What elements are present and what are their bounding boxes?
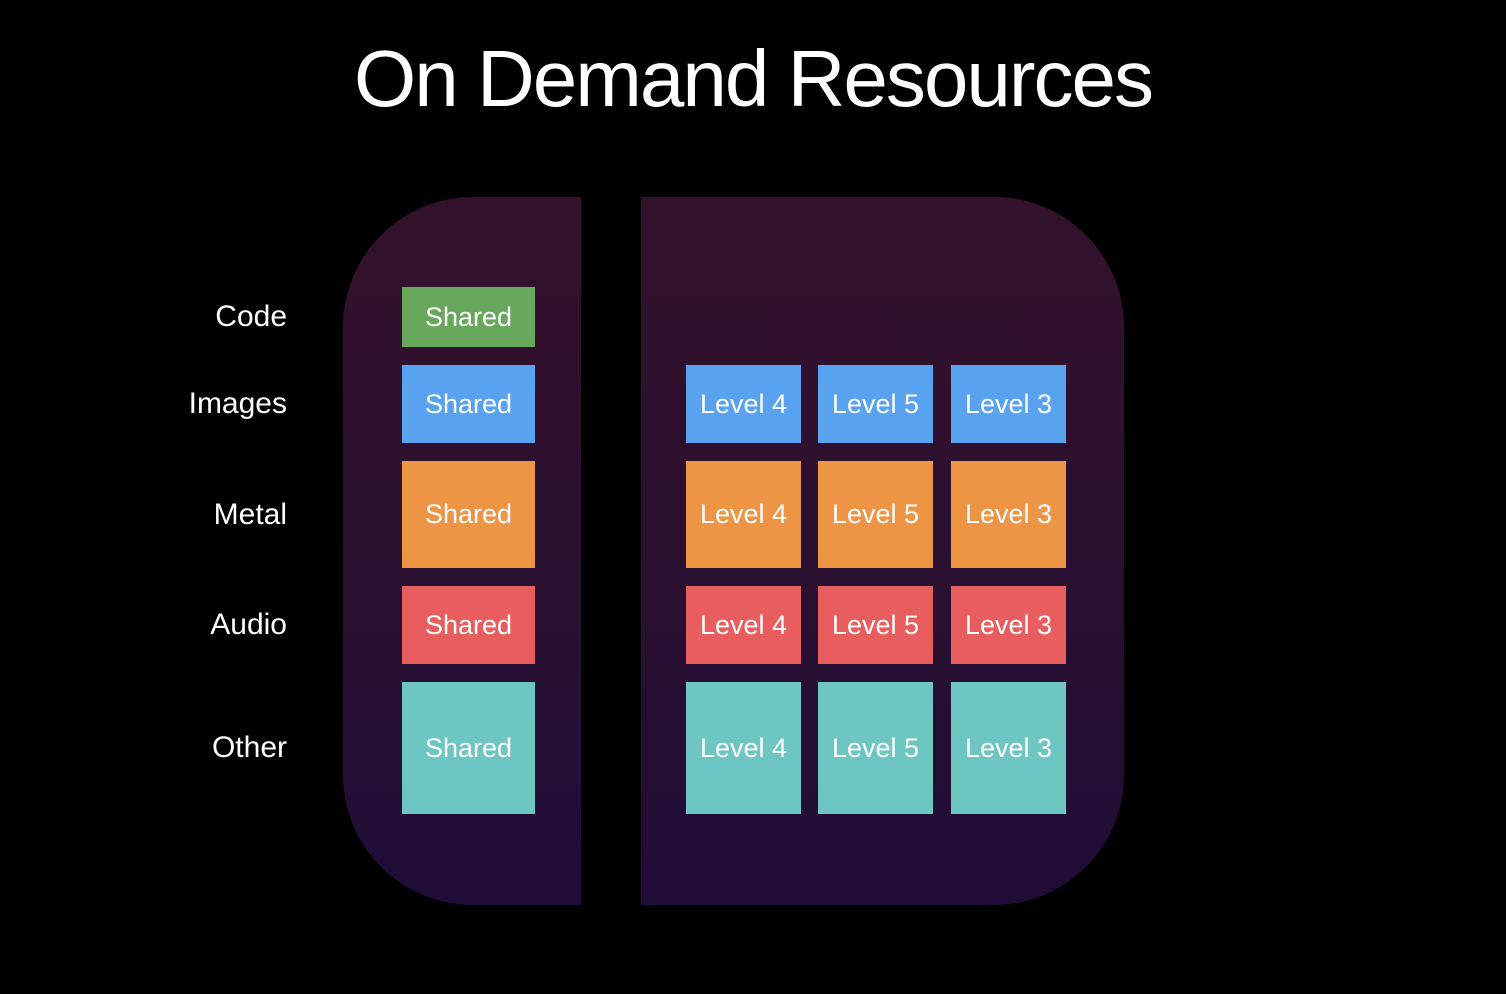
level-box-audio-level3: Level 3 bbox=[951, 586, 1066, 664]
level-box-metal-level4: Level 4 bbox=[686, 461, 801, 568]
row-label-images: Images bbox=[188, 387, 287, 420]
shared-box-metal: Shared bbox=[402, 461, 535, 568]
page-title: On Demand Resources bbox=[354, 34, 1154, 123]
row-label-other: Other bbox=[211, 731, 287, 764]
level-box-other-level3: Level 3 bbox=[951, 682, 1066, 814]
level-box-other-level4: Level 4 bbox=[686, 682, 801, 814]
shared-box-other: Shared bbox=[402, 682, 535, 814]
row-label-code: Code bbox=[215, 300, 287, 333]
level-box-metal-level5: Level 5 bbox=[818, 461, 933, 568]
shared-box-images: Shared bbox=[402, 365, 535, 443]
level-box-audio-level4: Level 4 bbox=[686, 586, 801, 664]
level-box-other-level5: Level 5 bbox=[818, 682, 933, 814]
row-label-audio: Audio bbox=[210, 608, 287, 641]
shared-box-audio: Shared bbox=[402, 586, 535, 664]
level-box-images-level4: Level 4 bbox=[686, 365, 801, 443]
shared-box-code: Shared bbox=[402, 287, 535, 347]
level-box-images-level5: Level 5 bbox=[818, 365, 933, 443]
level-box-metal-level3: Level 3 bbox=[951, 461, 1066, 568]
level-box-images-level3: Level 3 bbox=[951, 365, 1066, 443]
row-label-metal: Metal bbox=[213, 497, 287, 531]
level-box-audio-level5: Level 5 bbox=[818, 586, 933, 664]
